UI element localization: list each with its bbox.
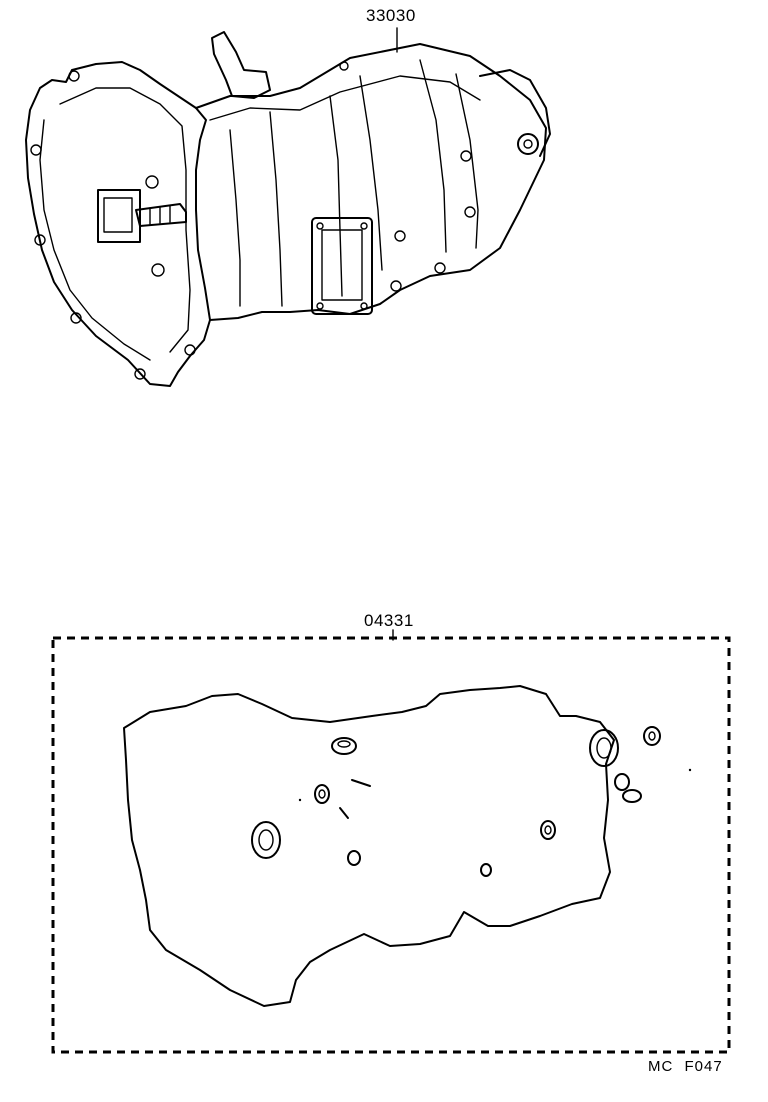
pin-1 — [351, 779, 371, 787]
bell-housing — [25, 61, 211, 387]
release-fork-window — [97, 189, 141, 243]
oil-seal-right — [589, 729, 619, 767]
gasket-kit-group[interactable] — [51, 629, 731, 1054]
pto-cover — [311, 217, 373, 315]
input-shaft — [135, 203, 187, 227]
bell-housing-bolts — [30, 70, 196, 380]
part-number-transmission-assembly[interactable]: 33030 — [366, 6, 416, 25]
speedometer-drive — [517, 133, 539, 155]
kit-boundary — [51, 636, 731, 1054]
case-gasket — [123, 685, 615, 1007]
small-seals — [314, 726, 661, 877]
oil-seal-left — [251, 821, 281, 859]
shift-lever-bracket — [211, 31, 271, 99]
extension-housing — [479, 69, 551, 157]
transmission-case — [195, 43, 547, 321]
diagram-code: MC F047 — [648, 1058, 723, 1075]
transmission-assembly-illustration[interactable] — [25, 27, 551, 387]
part-number-gasket-kit[interactable]: 04331 — [364, 611, 414, 630]
pin-2 — [339, 807, 349, 819]
